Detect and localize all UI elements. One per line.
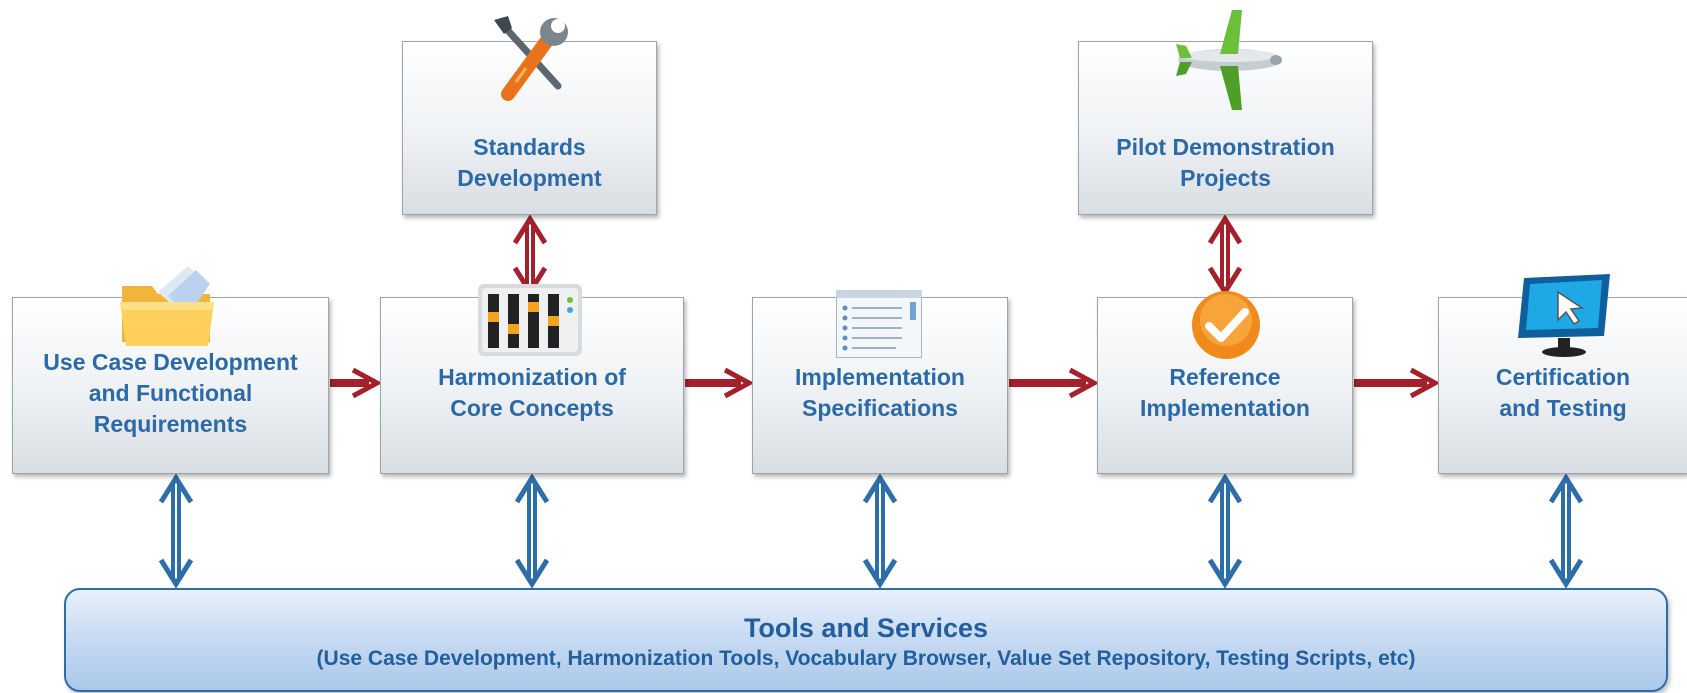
- equalizer-icon: [478, 284, 582, 356]
- use-case-development-label: Use Case Development and Functional Requ…: [43, 349, 298, 437]
- document-icon: [836, 290, 922, 358]
- tools-and-services-bar: Tools and Services (Use Case Development…: [64, 588, 1668, 692]
- harmonization-label: Harmonization of Core Concepts: [438, 363, 626, 421]
- tools-and-services-title: Tools and Services: [743, 613, 989, 643]
- certification-testing-label: Certification and Testing: [1495, 363, 1631, 421]
- airplane-icon: [1176, 10, 1282, 110]
- folder-icon: [120, 266, 214, 346]
- monitor-icon: [1518, 274, 1610, 357]
- implementation-specifications-label: Implementation Specifications: [795, 363, 965, 421]
- flow-arrow-4: [1354, 367, 1441, 399]
- side-arrows: [512, 214, 1243, 297]
- flow-arrows: [330, 367, 1441, 399]
- pilot-reference-arrow: [1207, 214, 1243, 297]
- tools-and-services-subtitle: (Use Case Development, Harmonization Too…: [316, 647, 1416, 670]
- standards-harmonization-arrow: [512, 214, 548, 297]
- standards-development-label: Standards Development: [457, 134, 602, 191]
- tools-arrows: [158, 473, 1584, 589]
- flow-arrow-1: [330, 367, 383, 399]
- pilot-demonstration-label: Pilot Demonstration Projects: [1116, 134, 1335, 191]
- tools-arrow-1: [158, 473, 194, 589]
- tools-arrow-3: [862, 473, 898, 589]
- tools-arrow-4: [1207, 473, 1243, 589]
- flow-arrow-3: [1009, 367, 1100, 399]
- tools-arrow-5: [1548, 473, 1584, 589]
- tools-icon: [494, 16, 568, 101]
- flow-arrow-2: [685, 367, 755, 399]
- reference-implementation-label: Reference Implementation: [1140, 363, 1310, 421]
- tools-arrow-2: [514, 473, 550, 589]
- checkmark-icon: [1192, 291, 1260, 359]
